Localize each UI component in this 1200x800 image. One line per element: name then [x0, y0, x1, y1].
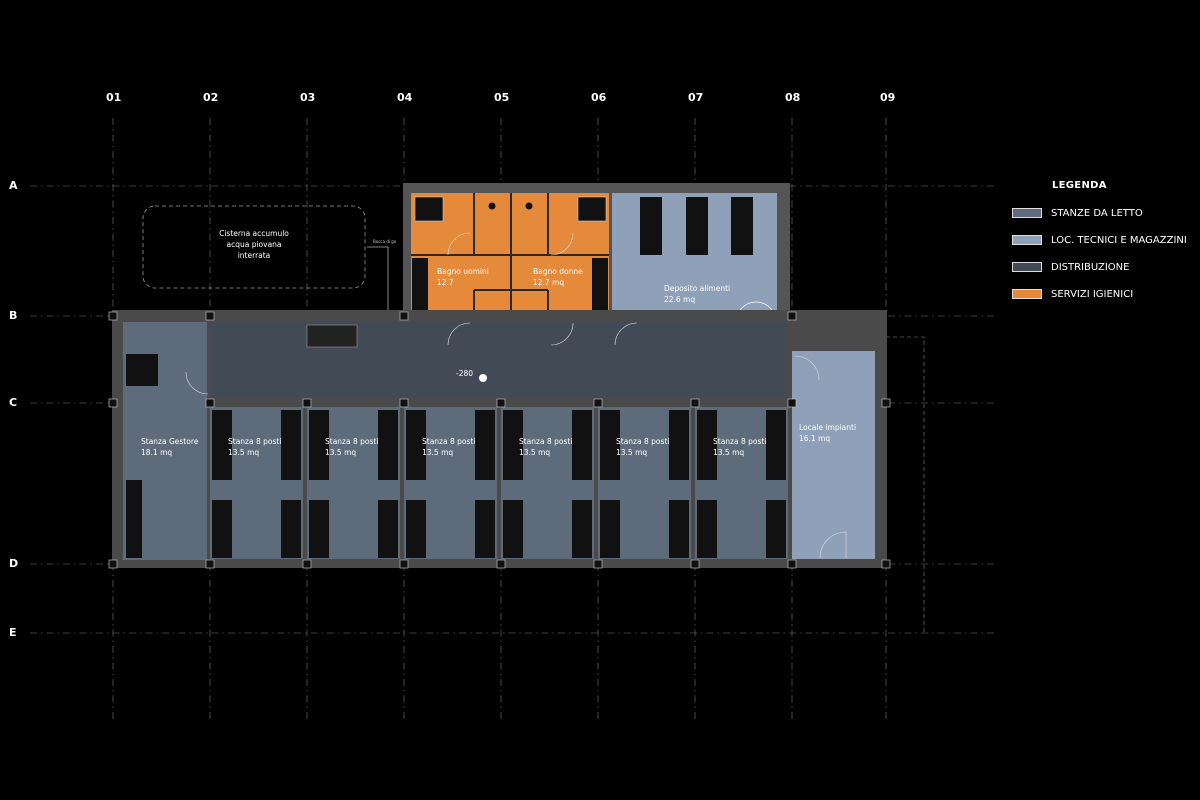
legend-label-stanze: STANZE DA LETTO [1051, 207, 1143, 219]
deposito-shelves [640, 197, 753, 255]
legend-swatch-stanze [1012, 208, 1042, 218]
bagno-uomini-area: 12.7 [437, 278, 454, 287]
row-label-c: C [9, 396, 18, 409]
legend-title: LEGENDA [1052, 180, 1107, 191]
column-markers [108, 311, 891, 569]
stanza-2-area: 13.5 mq [325, 448, 356, 457]
column-label-07: 07 [688, 91, 704, 104]
stanza-2-name: Stanza 8 posti [325, 437, 378, 446]
stanza-3-name: Stanza 8 posti [422, 437, 475, 446]
deposito-area: 22.6 mq [664, 295, 695, 304]
gestore-area: 18.1 mq [141, 448, 172, 457]
gestore-bed [126, 480, 142, 558]
column-label-05: 05 [494, 91, 510, 104]
stanza-5-area: 13.5 mq [616, 448, 647, 457]
legend-label-tecnici: LOC. TECNICI E MAGAZZINI [1051, 234, 1187, 246]
stanza-1-name: Stanza 8 posti [228, 437, 281, 446]
cistern-label-2: acqua piovana [226, 240, 281, 249]
deposito-name: Deposito alimenti [664, 284, 730, 293]
gestore-name: Stanza Gestore [141, 437, 199, 446]
legend-swatch-servizi [1012, 289, 1042, 299]
door-swings [185, 232, 847, 559]
bagno-donne-name: Bagno donne [533, 267, 583, 276]
column-label-06: 06 [591, 91, 607, 104]
legend-label-servizi: SERVIZI IGIENICI [1051, 288, 1134, 300]
stair-flight [306, 324, 358, 348]
legend-label-distribuzione: DISTRIBUZIONE [1051, 261, 1130, 273]
legend-swatch-tecnici [1012, 235, 1042, 245]
impianti-room [792, 351, 875, 559]
distribution-corridor [210, 322, 785, 397]
column-label-01: 01 [106, 91, 122, 104]
row-label-e: E [9, 626, 17, 639]
column-label-03: 03 [300, 91, 316, 104]
stanza-5-name: Stanza 8 posti [616, 437, 669, 446]
impianti-area: 16.1 mq [799, 434, 830, 443]
bagno-uomini-name: Bagno uomini [437, 267, 489, 276]
stanza-6-area: 13.5 mq [713, 448, 744, 457]
legend-item-servizi: SERVIZI IGIENICI [1012, 287, 1133, 301]
column-label-04: 04 [397, 91, 413, 104]
stanza-4-name: Stanza 8 posti [519, 437, 572, 446]
outline-right [886, 336, 925, 633]
cistern-outline [142, 205, 366, 289]
legend-swatch-distribuzione [1012, 262, 1042, 272]
cistern-label-3: interrata [238, 251, 271, 260]
bunk-beds [212, 410, 786, 558]
row-label-a: A [9, 179, 18, 192]
legend-item-tecnici: LOC. TECNICI E MAGAZZINI [1012, 233, 1187, 247]
column-label-08: 08 [785, 91, 801, 104]
column-label-09: 09 [880, 91, 896, 104]
row-label-b: B [9, 309, 18, 322]
stanza-1-area: 13.5 mq [228, 448, 259, 457]
impianti-name: Locale impianti [799, 423, 856, 432]
level-mark: -280 [456, 369, 473, 378]
stanza-3-area: 13.5 mq [422, 448, 453, 457]
drain-pipe [367, 246, 389, 310]
level-mark-icon [479, 374, 487, 382]
stanza-6-name: Stanza 8 posti [713, 437, 766, 446]
legend-item-stanze: STANZE DA LETTO [1012, 206, 1143, 220]
legend-item-distribuzione: DISTRIBUZIONE [1012, 260, 1129, 274]
cistern-label-1: Cisterna accumulo [219, 229, 289, 238]
drain-label: Bocca di go [373, 239, 397, 244]
bagno-donne-area: 12.7 mq [533, 278, 564, 287]
column-label-02: 02 [203, 91, 219, 104]
gestore-stove [126, 354, 158, 386]
row-label-d: D [9, 557, 19, 570]
stanza-4-area: 13.5 mq [519, 448, 550, 457]
